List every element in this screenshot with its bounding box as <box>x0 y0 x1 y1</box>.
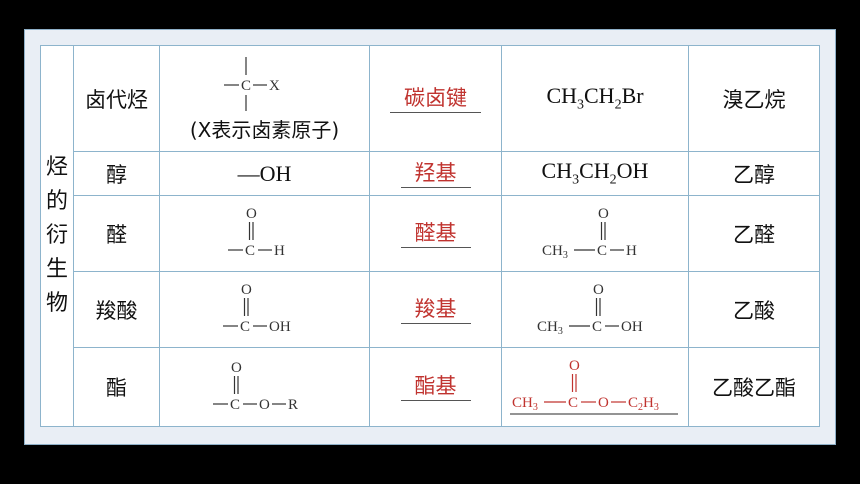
svg-text:O: O <box>593 282 604 298</box>
ester-group-structure: O C O R <box>212 360 298 413</box>
functional-group-cell: O C O R <box>159 347 370 427</box>
answer-text: 酯基 <box>400 373 471 401</box>
svg-text:C: C <box>241 78 251 94</box>
example-formula: CH3CH2Br <box>501 45 689 152</box>
svg-text:C: C <box>240 319 250 335</box>
parent-category-label: 烃的衍生物 <box>45 155 68 316</box>
example-name: 乙醛 <box>688 195 820 272</box>
svg-text:CH3: CH3 <box>537 319 563 336</box>
class-name: 卤代烃 <box>73 45 160 152</box>
svg-text:O: O <box>241 282 252 298</box>
example-structure-cell: O CH3 C H <box>501 195 689 272</box>
svg-text:C: C <box>230 397 240 413</box>
svg-text:O: O <box>569 358 580 374</box>
example-structure-cell: O CH3 C OH <box>501 271 689 348</box>
group-name-cell: 醛基 <box>369 195 502 272</box>
svg-text:O: O <box>598 395 609 411</box>
derivatives-table: 烃的衍生物 卤代烃 C X (X表示卤素原子) 碳卤键 CH3CH2Br 溴乙烷… <box>40 45 820 427</box>
group-name-cell: 碳卤键 <box>369 45 502 152</box>
ethyl-acetate-structure: O CH3 C O C2H3 <box>510 358 678 415</box>
svg-text:O: O <box>598 206 609 222</box>
aldehyde-group-structure: O C H <box>227 206 285 259</box>
class-name: 酯 <box>73 347 160 427</box>
table-row: 羧酸 O C OH 羧基 O CH3 C OH <box>41 271 820 348</box>
svg-text:C: C <box>568 395 578 411</box>
svg-text:C: C <box>592 319 602 335</box>
svg-text:O: O <box>259 397 270 413</box>
svg-text:CH3: CH3 <box>512 395 538 413</box>
class-name: 醇 <box>73 151 160 196</box>
group-name-cell: 酯基 <box>369 347 502 427</box>
haloalkane-group-structure: C X <box>223 56 280 111</box>
functional-group-cell: O C H <box>159 195 370 272</box>
example-structure-cell: O CH3 C O C2H3 <box>501 347 689 427</box>
table-row: 醛 O C H 醛基 O CH3 C H <box>41 195 820 272</box>
example-name: 溴乙烷 <box>688 45 820 152</box>
functional-group-cell: —OH <box>159 151 370 196</box>
svg-text:O: O <box>231 360 242 376</box>
group-name-cell: 羧基 <box>369 271 502 348</box>
example-formula: CH3CH2OH <box>501 151 689 196</box>
parent-category-cell: 烃的衍生物 <box>40 45 74 427</box>
svg-text:H: H <box>626 243 637 259</box>
example-name: 乙醇 <box>688 151 820 196</box>
example-name: 乙酸乙酯 <box>688 347 820 427</box>
svg-text:OH: OH <box>269 319 291 335</box>
answer-text: 碳卤键 <box>390 85 481 113</box>
svg-text:R: R <box>288 397 298 413</box>
answer-text: 羟基 <box>400 160 471 188</box>
example-name: 乙酸 <box>688 271 820 348</box>
carboxyl-group-structure: O C OH <box>222 282 291 335</box>
svg-text:X: X <box>269 78 280 94</box>
svg-text:C2H3: C2H3 <box>628 395 659 413</box>
table-row: 烃的衍生物 卤代烃 C X (X表示卤素原子) 碳卤键 CH3CH2Br 溴乙烷 <box>40 45 820 427</box>
group-name-cell: 羟基 <box>369 151 502 196</box>
svg-text:H: H <box>274 243 285 259</box>
table-row: 醇 —OH 羟基 CH3CH2OH 乙醇 <box>41 151 820 196</box>
svg-text:CH3: CH3 <box>542 243 568 260</box>
answer-text: 羧基 <box>400 296 471 324</box>
functional-group-cell: O C OH <box>159 271 370 348</box>
class-name: 羧酸 <box>73 271 160 348</box>
functional-group-cell: C X (X表示卤素原子) <box>159 45 370 152</box>
halogen-caption: (X表示卤素原子) <box>189 117 340 142</box>
svg-text:O: O <box>246 206 257 222</box>
table-row: 酯 O C O R 酯基 O CH3 C <box>41 347 820 427</box>
acetic-acid-structure: O CH3 C OH <box>537 282 643 337</box>
answer-text: 醛基 <box>400 220 471 248</box>
class-name: 醛 <box>73 195 160 272</box>
svg-text:OH: OH <box>621 319 643 335</box>
svg-text:C: C <box>245 243 255 259</box>
svg-text:C: C <box>597 243 607 259</box>
acetaldehyde-structure: O CH3 C H <box>542 206 637 261</box>
